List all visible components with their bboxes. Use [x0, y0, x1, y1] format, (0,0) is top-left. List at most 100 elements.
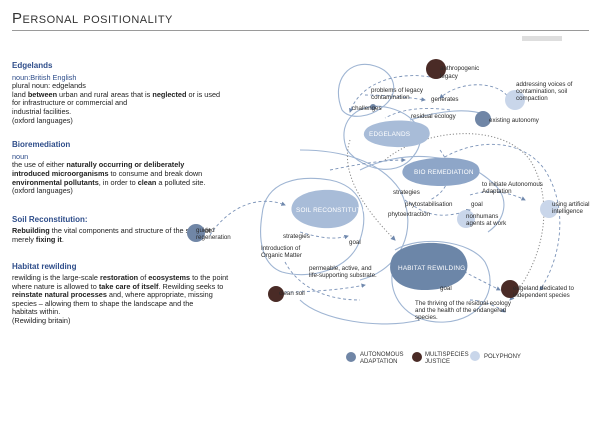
- text-run: merely: [12, 234, 36, 244]
- label-initiate: to initiate Autonomous: [482, 181, 543, 188]
- definition-line: introduced microorganisms to consume and…: [12, 168, 287, 179]
- legend-autonomous-label: AUTONOMOUS: [360, 352, 404, 358]
- label-goal-bio: goal: [471, 201, 483, 208]
- legend-polyphony-label: POLYPHONY: [484, 354, 521, 360]
- flow-curve: [299, 299, 421, 325]
- legend-multispecies-swatch: [412, 352, 422, 362]
- definition-soil: Soil Reconstitution: Rebuilding the vita…: [12, 215, 287, 245]
- text-run-bold: between: [27, 89, 58, 99]
- legend-autonomous-swatch: [346, 352, 356, 362]
- legend-multispecies-label-2: JUSTICE: [425, 359, 450, 365]
- connector: [284, 283, 366, 293]
- label-strategies-bio: strategies: [393, 189, 420, 196]
- text-run: , in order to: [98, 177, 138, 187]
- label-problems: problems of legacy: [371, 87, 424, 94]
- text-run-bold: introduced microorganisms: [12, 168, 109, 178]
- flow-lines: [260, 63, 505, 325]
- text-run: and, where appropriate, missing: [106, 290, 213, 300]
- label-phytostabilisation: phytostabilisation: [405, 201, 453, 208]
- label-guided-2: regeneration: [196, 234, 231, 241]
- definition-line: plural noun: edgelands: [12, 81, 86, 91]
- label-intro-2: Organic Matter: [261, 252, 302, 259]
- text-run-bold: naturally occurring or deliberately: [66, 160, 185, 170]
- definition-line: the use of either naturally occurring or…: [12, 161, 287, 170]
- soil-reconstitution-node[interactable]: [291, 189, 359, 229]
- flow-curve: [299, 149, 409, 281]
- soil-reconstitution-node-label: SOIL RECONSTITUTION: [296, 207, 373, 214]
- habitat-rewilding-node[interactable]: [390, 242, 468, 291]
- bio-remediation-node[interactable]: [402, 157, 480, 186]
- page-title: Personal positionality: [12, 10, 173, 27]
- connector: [384, 108, 451, 119]
- habitat-rewilding-node-label: HABITAT REWILDING: [398, 265, 465, 272]
- connector: [329, 157, 406, 171]
- definition-line: noun: [12, 151, 29, 161]
- definition-line: Rebuilding the vital components and stru…: [12, 227, 287, 236]
- definition-line: reinstate natural processes and, where a…: [12, 290, 287, 300]
- text-run: a polluted site.: [156, 177, 206, 187]
- connector: [299, 231, 349, 240]
- label-thriving-3: species.: [415, 314, 438, 321]
- label-generates: generates: [431, 96, 459, 103]
- label-existing-autonomy: existing autonomy: [489, 117, 540, 124]
- definition-line: rewilding is the large-scale restoration…: [12, 273, 287, 283]
- polyphony-dot: [540, 200, 558, 218]
- connector: [469, 299, 506, 313]
- label-challenges: challenges: [352, 105, 382, 112]
- legend-autonomous-label-2: ADAPTATION: [360, 359, 397, 365]
- flow-curve: [359, 156, 505, 233]
- definition-rewilding: Habitat rewilding rewilding is the large…: [12, 262, 287, 326]
- label-edgeland-dedicated-2: independent species: [513, 292, 570, 299]
- label-clean-soil: clean soil: [279, 290, 305, 297]
- text-run: of: [138, 273, 149, 283]
- text-run: rewilding is the large-scale: [12, 273, 101, 283]
- definition-bioremediation: Bioremediation noun the use of either na…: [12, 141, 287, 196]
- definition-line: where nature is allowed to take care of …: [12, 281, 287, 292]
- label-thriving-2: and the health of the endangered: [415, 307, 507, 314]
- label-problems-2: contamination: [371, 94, 410, 101]
- connector: [429, 149, 450, 201]
- connector: [284, 261, 361, 301]
- label-residual: residual ecology: [411, 113, 457, 120]
- label-initiate-2: Adaptation: [482, 188, 512, 195]
- text-run: to the point: [190, 273, 229, 283]
- definition-heading: Bioremediation: [12, 140, 71, 150]
- decorative-tab: [522, 36, 562, 41]
- text-run-bold: ecosystems: [148, 273, 191, 283]
- label-anthropogenic: anthropogenic: [440, 65, 479, 72]
- text-run-bold: reinstate natural processes: [12, 290, 107, 300]
- text-run: or is used: [186, 89, 221, 99]
- definition-line: land between urban and rural areas that …: [12, 89, 287, 100]
- label-addressing: addressing voices of: [516, 81, 573, 88]
- text-run-bold: restoration: [100, 273, 139, 283]
- edgelands-node-label: EDGELANDS: [369, 131, 410, 138]
- definition-line: merely fixing it.: [12, 234, 287, 245]
- connector: [349, 75, 436, 113]
- label-phytoextraction: phytoextraction: [388, 211, 431, 218]
- label-intro: Introduction of: [261, 245, 300, 252]
- flow-loop: [260, 177, 365, 276]
- legend: AUTONOMOUS ADAPTATION MULTISPECIES JUSTI…: [346, 351, 521, 365]
- text-run: .: [61, 234, 64, 244]
- label-goal-soil: goal: [349, 239, 361, 246]
- text-run-bold: neglected: [152, 89, 187, 99]
- label-using-ai: using artificial: [552, 201, 590, 208]
- text-run: land: [12, 89, 28, 99]
- definition-line: industrial facilities.: [12, 106, 72, 116]
- text-run: . Rewilding seeks to: [158, 281, 224, 291]
- small-dot: [370, 104, 376, 110]
- edgelands-node[interactable]: [363, 120, 430, 148]
- multispecies-dot: [426, 59, 446, 79]
- polyphony-dot: [457, 210, 475, 228]
- text-run-bold: fixing it: [35, 234, 62, 244]
- text-run: urban and rural areas that is: [57, 89, 153, 99]
- text-run: where nature is allowed to: [12, 281, 99, 291]
- label-nonhumans: nonhumans: [466, 213, 498, 220]
- definition-line: (oxford languages): [12, 186, 73, 196]
- definition-line: for infrastructure or commercial and: [12, 98, 128, 108]
- flow-loop: [391, 240, 491, 323]
- text-run: the use of either: [12, 160, 67, 170]
- autonomous-dot: [187, 224, 205, 242]
- label-addressing-3: compaction: [516, 95, 548, 102]
- connector: [439, 84, 511, 101]
